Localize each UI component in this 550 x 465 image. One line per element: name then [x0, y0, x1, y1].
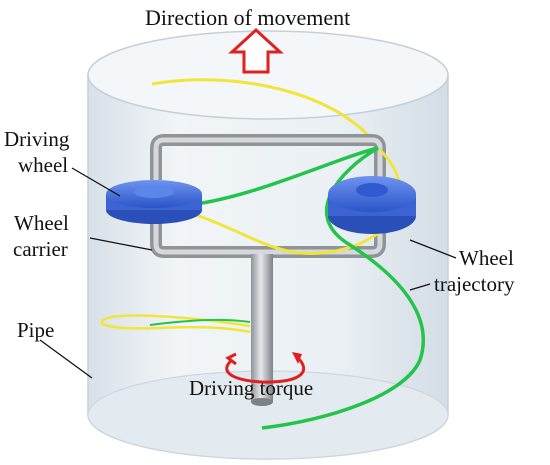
trajectory-green — [179, 146, 425, 430]
direction-label: Direction of movement — [145, 5, 351, 30]
drive-shaft — [251, 254, 273, 406]
wheel-carrier — [150, 134, 386, 258]
wheel-trajectory-label: Wheel — [459, 246, 514, 270]
leader-lines — [39, 167, 457, 379]
trajectory-green-lower — [149, 318, 251, 326]
driving-wheel-label-line2: wheel — [18, 153, 69, 177]
wheel-trajectory-label-line2: trajectory — [434, 272, 515, 296]
driving-torque-label: Driving torque — [189, 376, 314, 400]
driving-wheel — [106, 180, 202, 224]
trajectory-yellow-lower — [100, 314, 251, 334]
trajectory-yellow-back — [151, 78, 382, 151]
pipe-label: Pipe — [17, 318, 55, 342]
torque-arrow — [225, 352, 305, 384]
direction-arrow — [228, 27, 284, 74]
wheel-carrier-label: Wheel — [14, 211, 69, 235]
right-wheel — [328, 176, 416, 234]
wheel-carrier-label-line2: carrier — [13, 237, 68, 261]
driving-wheel-label: Driving — [4, 127, 70, 151]
